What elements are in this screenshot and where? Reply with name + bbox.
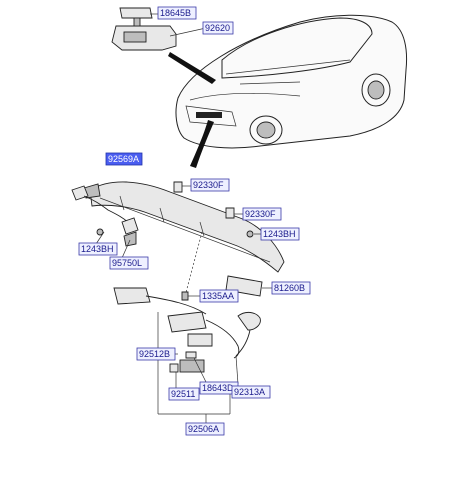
svg-text:92620: 92620 [205, 23, 230, 33]
callout-92512B[interactable]: 92512B [136, 347, 176, 361]
pointer-arrow-upper [168, 52, 216, 84]
svg-text:95750L: 95750L [112, 258, 142, 268]
leader-92313A [235, 355, 239, 385]
callout-92620[interactable]: 92620 [202, 21, 234, 35]
svg-text:92330F: 92330F [245, 209, 276, 219]
callout-92330F-2[interactable]: 92330F [242, 207, 282, 221]
callout-1335AA[interactable]: 1335AA [199, 289, 239, 303]
callout-95750L[interactable]: 95750L [109, 256, 149, 270]
callout-92506A[interactable]: 92506A [185, 422, 225, 436]
clip-92330F-1 [173, 181, 183, 193]
svg-text:1243BH: 1243BH [81, 244, 114, 254]
clip-92330F-2 [225, 207, 235, 219]
leader-18643D [193, 357, 207, 383]
clip-1335AA [181, 291, 189, 301]
callout-92313A[interactable]: 92313A [231, 385, 271, 399]
callout-92569A[interactable]: 92569A [105, 152, 143, 166]
leader-dashed [183, 231, 203, 301]
svg-text:1335AA: 1335AA [202, 291, 234, 301]
license-lamp-part-top [111, 7, 177, 51]
callout-1243BH-2[interactable]: 1243BH [260, 227, 300, 241]
car-illustration [175, 14, 408, 149]
svg-text:92506A: 92506A [188, 424, 219, 434]
svg-text:92512B: 92512B [139, 349, 170, 359]
leader-92620 [169, 27, 207, 37]
svg-text:92511: 92511 [171, 389, 195, 399]
pointer-arrow-lower [190, 120, 214, 168]
leader-95750L [121, 239, 131, 259]
svg-text:81260B: 81260B [274, 283, 305, 293]
leader-1243BH-1 [95, 231, 105, 245]
callout-18645B[interactable]: 18645B [157, 6, 197, 20]
svg-text:92313A: 92313A [234, 387, 265, 397]
callout-92511[interactable]: 92511 [168, 387, 200, 401]
lamp-assembly-lower [113, 287, 261, 373]
svg-text:92330F: 92330F [193, 180, 224, 190]
svg-text:18643D: 18643D [202, 383, 234, 393]
callout-92330F-1[interactable]: 92330F [190, 178, 230, 192]
svg-text:92569A: 92569A [108, 154, 139, 164]
callout-81260B[interactable]: 81260B [271, 281, 311, 295]
svg-text:18645B: 18645B [160, 8, 191, 18]
svg-text:1243BH: 1243BH [263, 229, 296, 239]
camera-part [71, 185, 254, 247]
callout-1243BH-1[interactable]: 1243BH [78, 242, 118, 256]
